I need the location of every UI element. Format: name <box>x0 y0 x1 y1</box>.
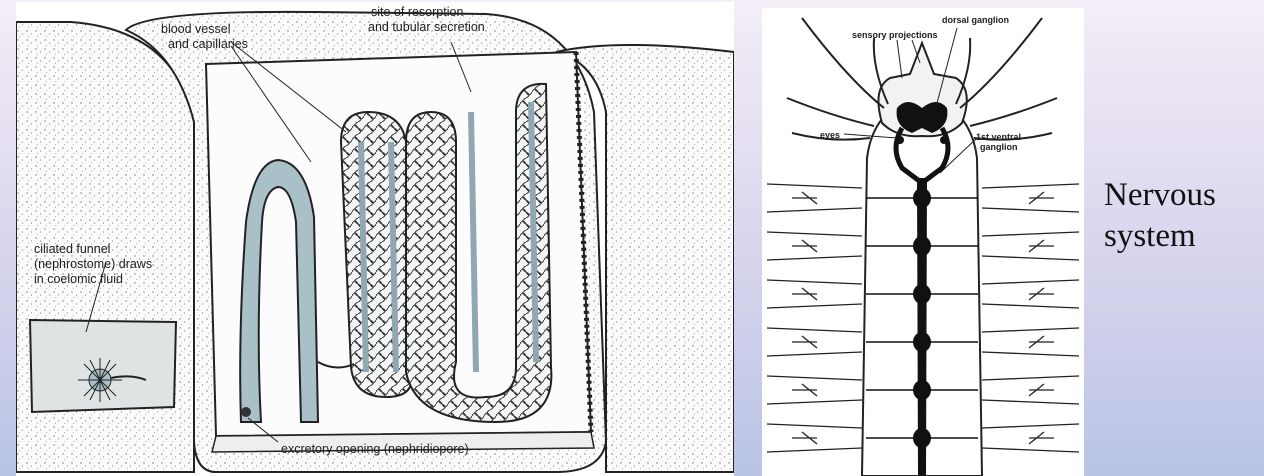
caption-line-1: Nervous <box>1104 175 1264 216</box>
convoluted-tubule-loop-1 <box>341 112 412 397</box>
funnel-label-line3: in coelomic fluid <box>34 272 123 286</box>
previous-segment-pocket <box>30 320 176 412</box>
caption-line-2: system <box>1104 216 1264 257</box>
ventral-ganglion-label-line2: ganglion <box>980 142 1018 152</box>
excretory-diagram-panel: blood vessel and capillaries site of res… <box>16 2 734 476</box>
eyes-label: eyes <box>820 130 840 140</box>
blood-vessel-label-line2: and capillaries <box>168 37 248 51</box>
nervous-diagram-panel: dorsal ganglion sensory projections eyes… <box>762 8 1084 476</box>
nephridium-illustration: blood vessel and capillaries site of res… <box>16 2 734 476</box>
excretory-opening-label: excretory opening (nephridiopore) <box>281 442 469 456</box>
blood-vessel-label: blood vessel <box>161 22 231 36</box>
funnel-label: ciliated funnel <box>34 242 110 256</box>
resorption-label: site of resorption <box>371 5 463 19</box>
funnel-label-line2: (nephrostome) draws <box>34 257 152 271</box>
ventral-ganglion-label: 1st ventral <box>976 132 1021 142</box>
resorption-label-line2: and tubular secretion <box>368 20 485 34</box>
nervous-system-illustration: dorsal ganglion sensory projections eyes… <box>762 8 1084 476</box>
sensory-projections-label: sensory projections <box>852 30 938 40</box>
dorsal-ganglion-label: dorsal ganglion <box>942 15 1009 25</box>
nervous-system-caption: Nervous system <box>1104 175 1264 257</box>
